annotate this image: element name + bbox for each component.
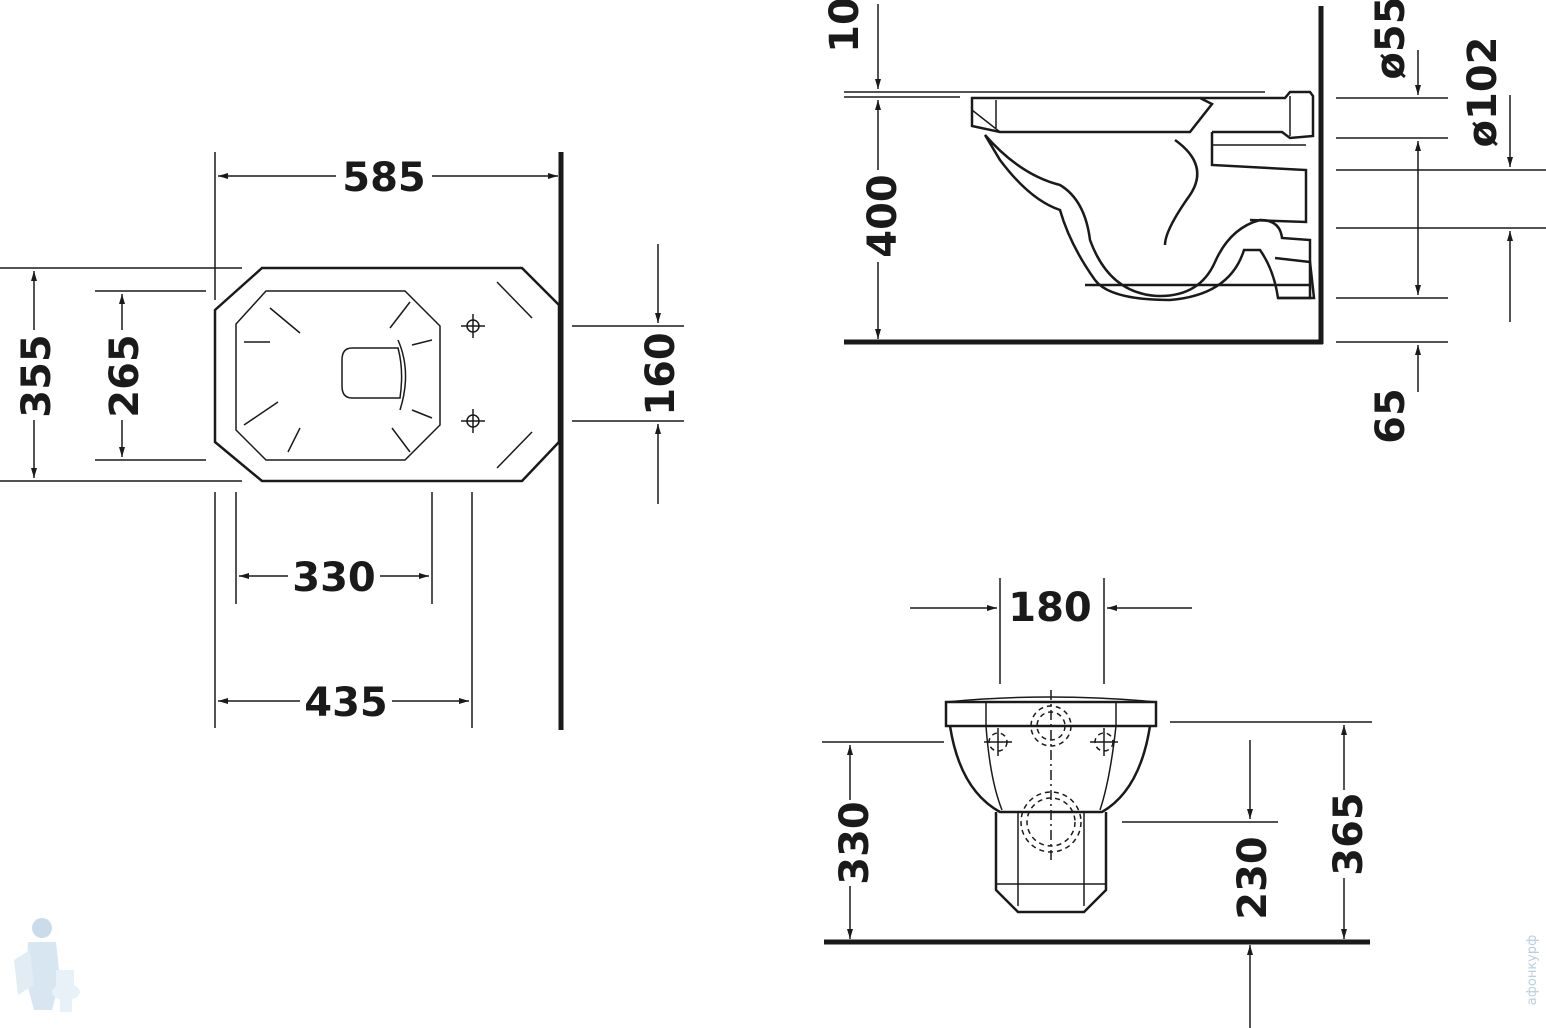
dim-400: 400 (860, 174, 906, 258)
rim-accent (391, 427, 411, 453)
side-view: 10 400 ø55 ø102 65 (822, 0, 1546, 444)
fixing-hole-icon (461, 409, 485, 433)
rim-accent (269, 307, 301, 334)
bowl-outline (213, 266, 561, 483)
body-connector (1210, 132, 1308, 224)
fixing-hole-icon (1090, 728, 1118, 756)
outlet-pipe-circle (1020, 791, 1082, 853)
seat (944, 700, 1158, 728)
dim-585: 585 (342, 155, 426, 201)
rim-accent (287, 427, 301, 453)
trap-curve (1163, 138, 1199, 246)
dim-330-front: 330 (832, 801, 878, 885)
dim-435: 435 (304, 680, 388, 726)
seat (970, 96, 1214, 134)
dim-180: 180 (1008, 585, 1092, 631)
bowl-body (948, 725, 1152, 814)
dim-10: 10 (822, 0, 868, 53)
dim-160: 160 (638, 332, 684, 416)
flush-inlet (1200, 90, 1315, 140)
rim-accent (411, 339, 433, 346)
outlet (1274, 256, 1316, 300)
rim-accent (411, 409, 433, 419)
bowl-body (983, 134, 1312, 302)
rim-accent (389, 301, 411, 329)
dim-d102: ø102 (1460, 37, 1506, 148)
watermark-text: афонкурф (1525, 935, 1540, 1005)
front-view: 180 330 230 365 (822, 578, 1372, 1028)
dim-65: 65 (1368, 388, 1414, 444)
bowl-inner-rim (235, 290, 441, 461)
fixing-hole-icon (461, 314, 485, 338)
bowl-curve (985, 725, 1003, 811)
bowl-curve (1099, 725, 1117, 811)
dim-355: 355 (14, 334, 60, 418)
outlet-opening (341, 347, 403, 399)
fixing-hole-icon (984, 728, 1012, 756)
dim-330-top: 330 (292, 555, 376, 601)
plumber-logo (14, 918, 80, 1012)
dim-365: 365 (1326, 792, 1372, 876)
outlet-curve (397, 339, 407, 411)
rim-accent (243, 401, 279, 426)
dim-230: 230 (1230, 836, 1276, 920)
seat-edge (971, 109, 1001, 133)
dim-265: 265 (102, 334, 148, 418)
rim-accent (496, 281, 533, 319)
pedestal (994, 812, 1108, 914)
rim-accent (496, 431, 533, 469)
top-view: 585 355 265 160 330 435 (0, 152, 684, 730)
dim-d55: ø55 (1368, 0, 1414, 80)
